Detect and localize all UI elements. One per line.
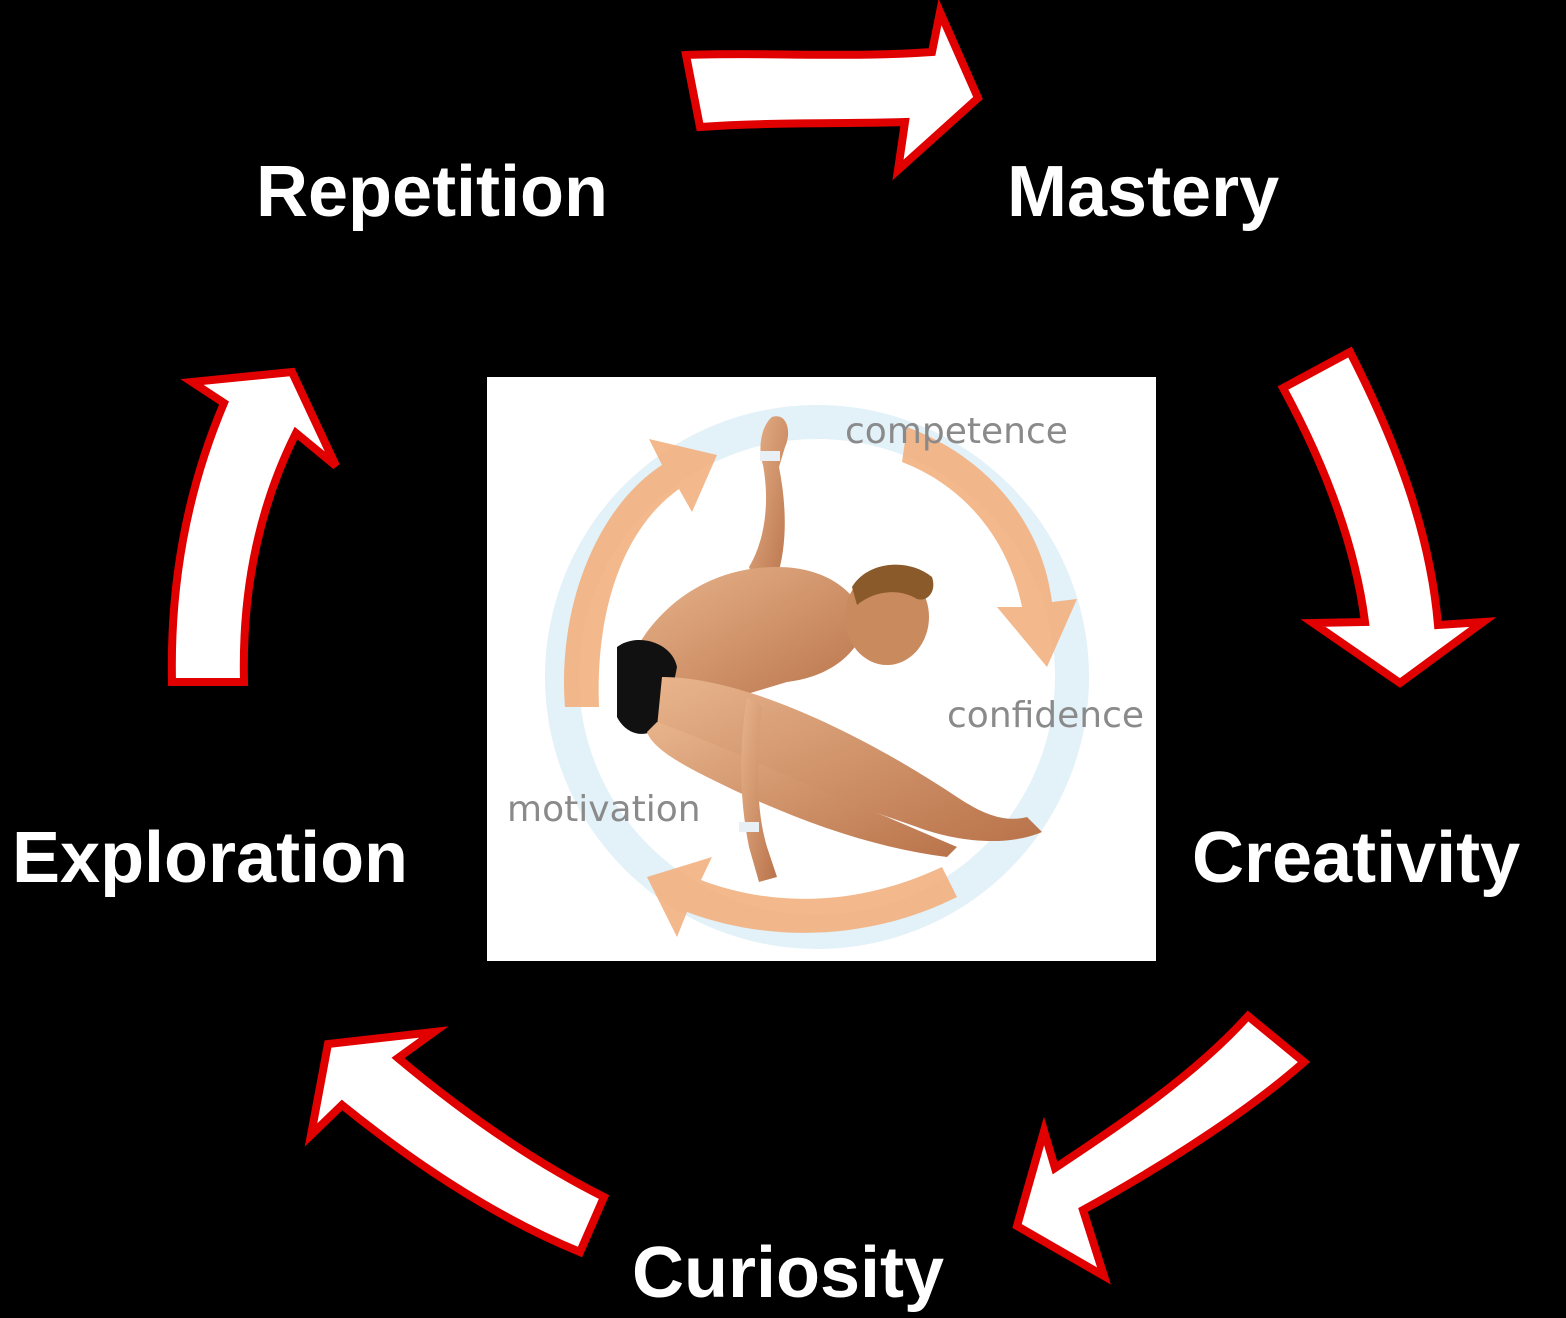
arrow-curiosity-to-exploration [304,1026,610,1258]
inner-cycle-graphic [545,405,1089,949]
arrow-repetition-to-mastery [681,0,983,181]
inner-label-motivation: motivation [507,789,701,830]
stage-label-mastery: Mastery [1007,152,1280,232]
arrow-mastery-to-creativity [1277,346,1497,688]
inner-arrow-competence-to-confidence [902,427,1077,667]
inner-arrow-confidence-to-motivation [647,857,957,937]
center-photo: competence confidence motivation [487,377,1156,961]
stage-label-curiosity: Curiosity [632,1233,945,1313]
arrow-exploration-to-repetition [167,367,340,686]
inner-label-competence: competence [845,411,1068,452]
stage-label-repetition: Repetition [256,152,608,232]
diver-figure [617,416,1042,882]
inner-arrow-motivation-to-competence [563,439,717,707]
stage-label-exploration: Exploration [12,818,409,898]
arrow-creativity-to-curiosity [1012,1010,1311,1285]
stage-label-creativity: Creativity [1192,818,1521,898]
inner-label-confidence: confidence [947,695,1145,736]
